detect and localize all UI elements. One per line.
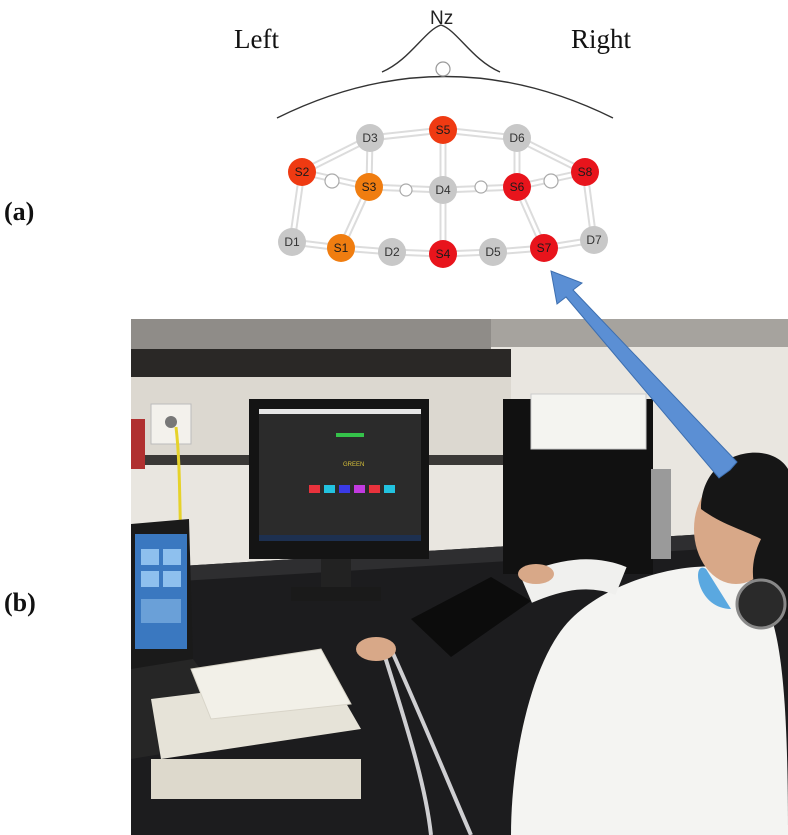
source-label: S4 <box>436 247 451 261</box>
detector-circle <box>356 124 384 152</box>
left-label: Left <box>234 24 279 54</box>
detector-circle <box>278 228 306 256</box>
source-circle <box>288 158 316 186</box>
source-circle <box>327 234 355 262</box>
detector-label: D7 <box>586 233 602 247</box>
nz-marker <box>435 61 451 77</box>
detector-d3: D3 <box>356 124 384 152</box>
screen-bar <box>336 433 364 437</box>
keyboard <box>411 577 531 657</box>
reference-points <box>324 173 559 197</box>
source-s5: S5 <box>429 116 457 144</box>
nose-outline <box>381 24 501 73</box>
detector-circle <box>479 238 507 266</box>
source-label: S2 <box>295 165 310 179</box>
reference-point <box>474 180 488 194</box>
source-label: S3 <box>362 180 377 194</box>
stimulus-box <box>354 485 365 493</box>
source-label: S5 <box>436 123 451 137</box>
screen-stimulus-boxes <box>309 485 395 493</box>
detector-d5: D5 <box>479 238 507 266</box>
fnirs-device <box>190 648 352 720</box>
source-circle <box>355 173 383 201</box>
reference-point <box>324 173 340 189</box>
panel-label-b: (b) <box>4 588 36 617</box>
detector-label: D3 <box>362 131 378 145</box>
source-s3: S3 <box>355 173 383 201</box>
monitor-screen <box>259 409 421 535</box>
detector-circle <box>580 226 608 254</box>
stimulus-box <box>369 485 380 493</box>
setup-photo: GREEN <box>131 319 788 835</box>
reference-point <box>543 173 559 189</box>
nz-label: Nz <box>430 8 453 29</box>
source-s6: S6 <box>503 173 531 201</box>
source-circle <box>429 116 457 144</box>
source-label: S1 <box>334 241 349 255</box>
detector-label: D2 <box>384 245 400 259</box>
detector-label: D5 <box>485 245 501 259</box>
detector-label: D4 <box>435 183 451 197</box>
detector-circle <box>378 238 406 266</box>
stimulus-box <box>339 485 350 493</box>
right-label: Right <box>571 24 632 54</box>
stimulus-box <box>309 485 320 493</box>
detector-d7: D7 <box>580 226 608 254</box>
headphones <box>735 578 787 630</box>
detector-d6: D6 <box>503 124 531 152</box>
source-label: S8 <box>578 165 593 179</box>
setup-scene: GREEN <box>131 319 788 835</box>
source-s4: S4 <box>429 240 457 268</box>
reference-point <box>399 183 413 197</box>
detector-d1: D1 <box>278 228 306 256</box>
stimulus-box <box>384 485 395 493</box>
source-circle <box>530 234 558 262</box>
detector-circle <box>429 176 457 204</box>
detector-label: D6 <box>509 131 525 145</box>
source-circle <box>503 173 531 201</box>
head-outline <box>276 75 614 119</box>
source-label: S6 <box>510 180 525 194</box>
panel-label-a: (a) <box>4 197 35 226</box>
source-circle <box>571 158 599 186</box>
fnirs-cap <box>701 452 788 619</box>
source-s7: S7 <box>530 234 558 262</box>
detector-circle <box>503 124 531 152</box>
screen-word: GREEN <box>343 462 364 468</box>
participant-body <box>511 566 788 835</box>
source-s2: S2 <box>288 158 316 186</box>
source-s8: S8 <box>571 158 599 186</box>
source-label: S7 <box>537 241 552 255</box>
detector-label: D1 <box>284 235 300 249</box>
source-circle <box>429 240 457 268</box>
stimulus-box <box>324 485 335 493</box>
source-s1: S1 <box>327 234 355 262</box>
detector-d2: D2 <box>378 238 406 266</box>
detector-d4: D4 <box>429 176 457 204</box>
